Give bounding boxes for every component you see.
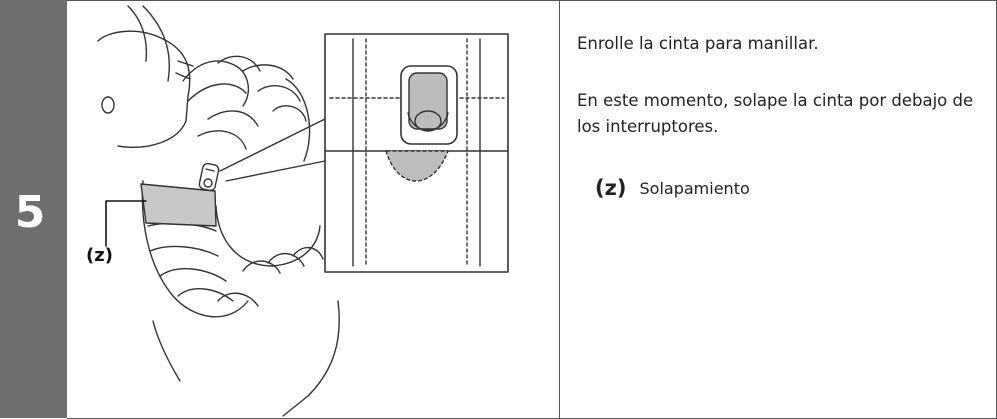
callout-ref: (z) [595,176,627,200]
zoom-lines [219,118,326,182]
brake-lever-hood [97,5,194,148]
overlap-band [140,183,217,227]
illustration-callout-z: (z) [86,245,113,266]
handlebar-illustration [97,5,509,417]
callout-text: Solapamiento [639,179,750,198]
callout-leader-line [105,200,147,247]
callout-legend: (z) Solapamiento [595,176,750,200]
step-number-bar: 5 [0,0,67,418]
step-number: 5 [14,187,46,238]
instruction-overlap: En este momento, solape la cinta por deb… [577,91,974,136]
panel-divider [559,0,560,418]
detail-inset [324,33,509,273]
instructions-panel: Enrolle la cinta para manillar. En este … [560,0,996,418]
handlebar-tape-upper [182,55,311,162]
instruction-wrap-tape: Enrolle la cinta para manillar. [577,34,819,53]
shifter-switch [198,162,220,192]
